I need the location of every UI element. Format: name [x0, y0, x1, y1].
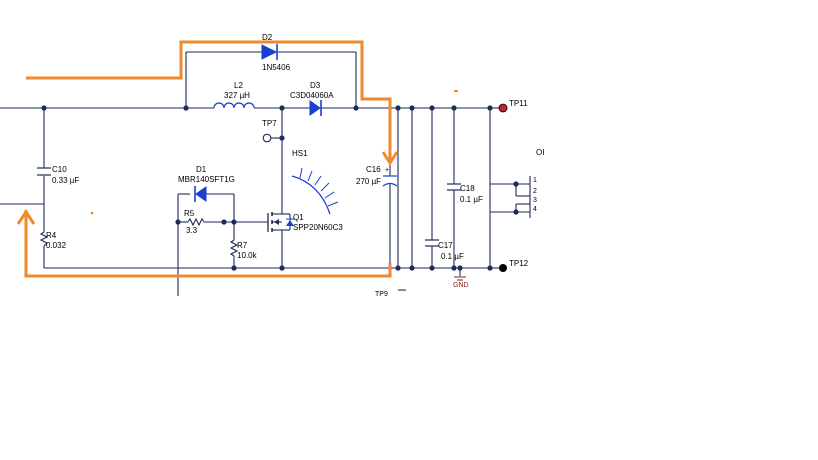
tp9-ref: TP9: [375, 291, 388, 298]
c10-value: 0.33 µF: [52, 176, 79, 185]
r5-ref: R5: [184, 209, 195, 218]
r7-ref: R7: [237, 241, 248, 250]
capacitor-c16: + C16 270 µF: [356, 165, 398, 187]
resistor-r4: R4 0.032: [39, 231, 67, 250]
c18-value: 0.1 µF: [460, 195, 483, 204]
c16-polarity: +: [385, 167, 389, 174]
c16-value: 270 µF: [356, 177, 381, 186]
c17-value: 0.1 µF: [441, 252, 464, 261]
testpoint-tp12: TP12: [490, 259, 529, 272]
c17-ref: C17: [438, 241, 453, 250]
d1-part: MBR140SFT1G: [178, 175, 235, 184]
output-connector: OI 1 2 3 4: [533, 148, 544, 213]
r4-ref: R4: [46, 231, 57, 240]
wires: [0, 51, 531, 296]
capacitor-c10: C10 0.33 µF: [37, 165, 79, 185]
r5-value: 3.3: [186, 226, 198, 235]
diode-d3: D3 C3D04060A: [290, 81, 334, 116]
c10-ref: C10: [52, 165, 67, 174]
connector-pin-4: 4: [533, 206, 537, 213]
connector-pin-3: 3: [533, 197, 537, 204]
l2-ref: L2: [234, 81, 243, 90]
tp7-ref: TP7: [262, 119, 277, 128]
q1-part: SPP20N60C3: [293, 223, 343, 232]
mosfet-q1: Q1 SPP20N60C3: [267, 210, 343, 232]
r4-value: 0.032: [46, 241, 67, 250]
resistor-r7: R7 10.0k: [229, 239, 258, 260]
d2-part: 1N5406: [262, 63, 291, 72]
capacitor-c18: C18 0.1 µF: [447, 183, 483, 204]
testpoint-tp11: TP11: [490, 99, 528, 113]
c16-ref: C16: [366, 165, 381, 174]
hs1-ref: HS1: [292, 149, 308, 158]
testpoint-tp9: TP9: [375, 291, 388, 298]
inductor-l2: L2 327 µH: [213, 81, 255, 111]
testpoint-tp7: TP7: [262, 119, 282, 143]
resistor-r5: R5 3.3: [184, 209, 205, 235]
connector-pin-1: 1: [533, 177, 537, 184]
connector-pin-2: 2: [533, 188, 537, 195]
r7-value: 10.0k: [237, 251, 258, 260]
tp11-ref: TP11: [509, 99, 528, 108]
d2-ref: D2: [262, 33, 273, 42]
d3-part: C3D04060A: [290, 91, 334, 100]
ground-symbol: GND: [453, 276, 469, 289]
capacitor-c17: C17 0.1 µF: [425, 239, 464, 261]
heatsink-hs1: HS1: [291, 149, 339, 215]
orange-current-path: [16, 40, 458, 278]
gnd-label: GND: [453, 282, 469, 289]
d1-ref: D1: [196, 165, 207, 174]
l2-value: 327 µH: [224, 91, 250, 100]
q1-ref: Q1: [293, 213, 304, 222]
connector-label: OI: [536, 148, 544, 157]
diode-d2: D2 1N5406: [261, 33, 291, 72]
c18-ref: C18: [460, 184, 475, 193]
d3-ref: D3: [310, 81, 321, 90]
tp12-ref: TP12: [509, 259, 529, 268]
diode-d1: D1 MBR140SFT1G: [178, 165, 235, 202]
